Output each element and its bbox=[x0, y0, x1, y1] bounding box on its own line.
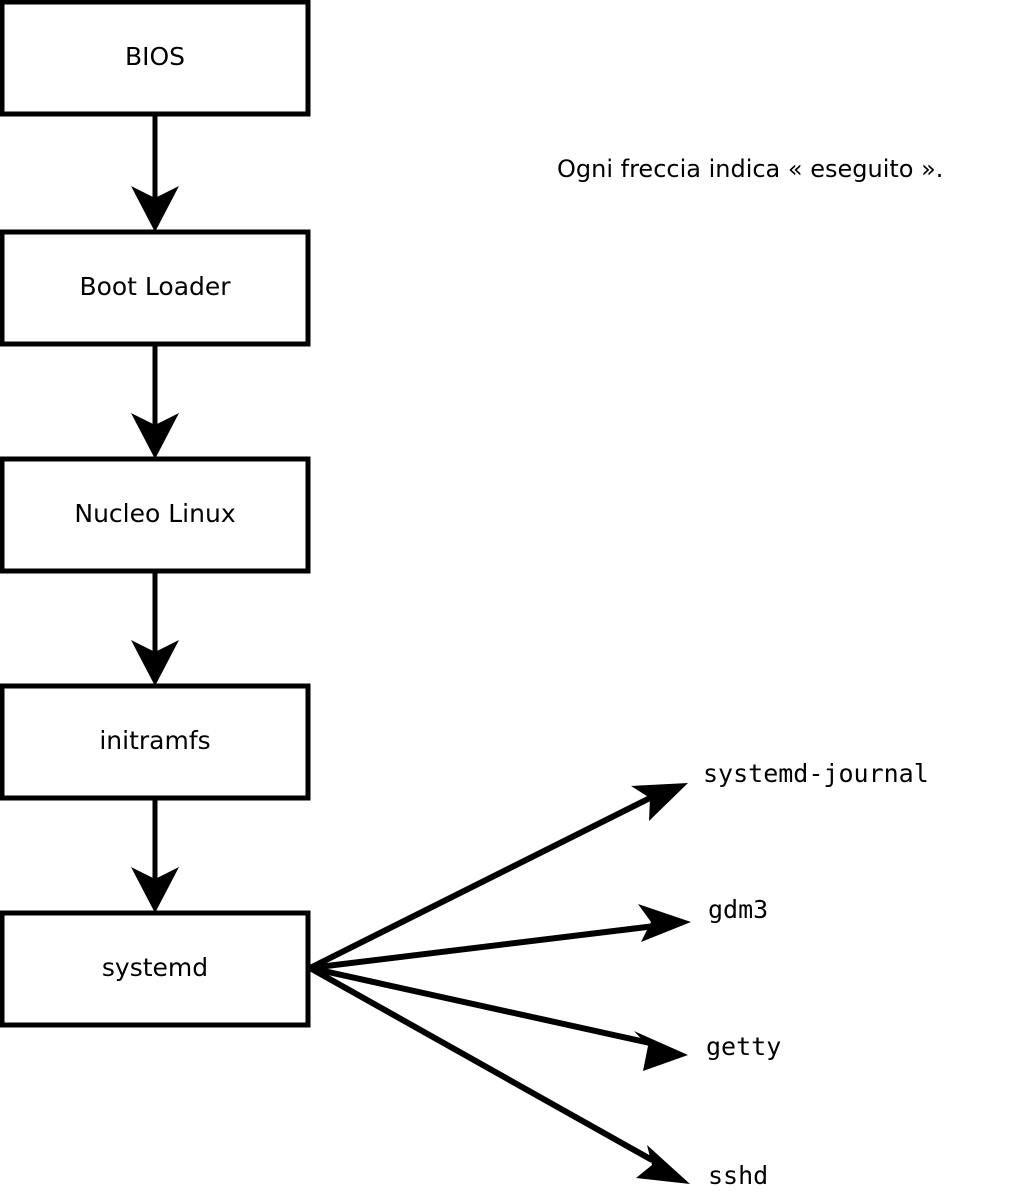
node-initramfs-label: initramfs bbox=[99, 726, 210, 755]
node-nucleo-linux[interactable]: Nucleo Linux bbox=[0, 456, 311, 574]
process-labels-group: systemd-journal gdm3 getty sshd bbox=[703, 759, 929, 1190]
diagram-note: Ogni freccia indica « eseguito ». bbox=[557, 155, 943, 183]
arrow-systemd-to-sshd bbox=[308, 965, 690, 1184]
arrow-head-down bbox=[131, 186, 179, 232]
arrow-boot-loader-to-nucleo-linux bbox=[131, 344, 179, 459]
arrow-shaft bbox=[309, 923, 656, 971]
arrow-bios-to-boot-loader bbox=[131, 114, 179, 232]
process-label-sshd: sshd bbox=[708, 1161, 768, 1190]
node-boot-loader[interactable]: Boot Loader bbox=[0, 229, 311, 347]
node-systemd-label: systemd bbox=[102, 953, 208, 982]
arrow-shaft bbox=[308, 965, 654, 1163]
fanout-arrows-group bbox=[308, 783, 691, 1184]
arrow-shaft bbox=[308, 794, 654, 971]
arrow-head-down bbox=[131, 413, 179, 459]
arrow-initramfs-to-systemd bbox=[131, 798, 179, 913]
node-bios-rect bbox=[0, 0, 311, 117]
arrow-head-se bbox=[634, 1031, 688, 1071]
arrow-systemd-to-systemd-journal bbox=[308, 783, 688, 971]
arrow-head-down bbox=[131, 640, 179, 686]
chain-arrows-group bbox=[131, 114, 179, 913]
arrow-head-down bbox=[131, 867, 179, 913]
node-bios-label: BIOS bbox=[125, 42, 185, 71]
node-nucleo-linux-label: Nucleo Linux bbox=[74, 499, 235, 528]
node-systemd-rect bbox=[0, 910, 311, 1028]
arrow-systemd-to-gdm3 bbox=[309, 904, 691, 971]
arrow-head-ne bbox=[631, 783, 688, 821]
process-label-systemd-journal: systemd-journal bbox=[703, 759, 929, 788]
node-boot-loader-label: Boot Loader bbox=[79, 272, 231, 301]
arrow-head-ne bbox=[638, 904, 691, 942]
node-initramfs[interactable]: initramfs bbox=[0, 683, 311, 801]
arrow-head-se bbox=[636, 1145, 690, 1184]
node-bios[interactable]: BIOS bbox=[0, 0, 311, 117]
process-label-gdm3: gdm3 bbox=[708, 895, 768, 924]
arrow-nucleo-linux-to-initramfs bbox=[131, 571, 179, 686]
arrow-shaft bbox=[309, 965, 651, 1046]
process-label-getty: getty bbox=[706, 1032, 781, 1061]
arrow-systemd-to-getty bbox=[309, 965, 688, 1071]
node-nucleo-linux-rect bbox=[0, 456, 311, 574]
node-systemd[interactable]: systemd bbox=[0, 910, 311, 1028]
